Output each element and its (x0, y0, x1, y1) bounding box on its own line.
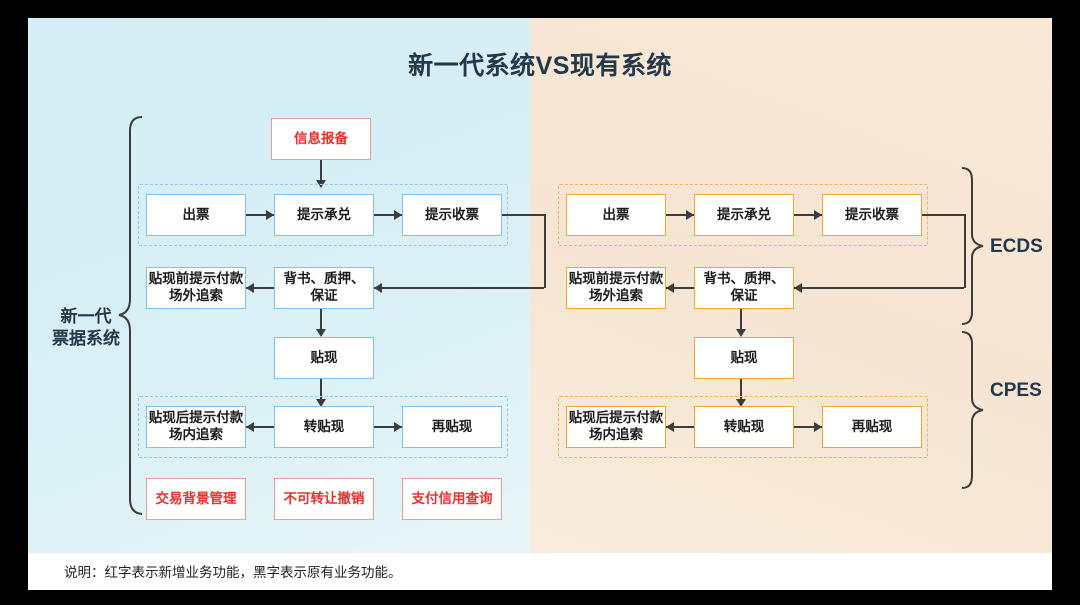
node-left-non-transferable-cancel[interactable]: 不可转让撤销 (274, 478, 374, 520)
arrowhead-down-endorse-discount-r (736, 329, 746, 337)
node-right-discount[interactable]: 贴现 (694, 337, 794, 379)
connector-right-elbow-bottom (794, 287, 964, 289)
node-right-prompt-receipt[interactable]: 提示收票 (822, 194, 922, 236)
node-right-endorse-line1: 背书、质押、 (703, 271, 785, 287)
node-left-pre-discount-line1: 贴现前提示付款 (148, 271, 244, 287)
node-right-pre-discount-line1: 贴现前提示付款 (568, 271, 664, 287)
arrowhead-down-discount-group2-r (736, 399, 746, 407)
ecds-brace (961, 167, 984, 325)
arrowhead-left-endorse-prediscount-r (666, 283, 674, 293)
node-left-pre-discount-line2: 场外追索 (169, 288, 223, 303)
node-left-post-discount-payment-notice[interactable]: 贴现后提示付款 场内追索 (146, 406, 246, 448)
node-right-transfer-discount[interactable]: 转贴现 (694, 406, 794, 448)
connector-left-endorse-to-discount (320, 309, 322, 331)
node-left-endorse-line1: 背书、质押、 (283, 271, 365, 287)
connector-left-endorse-to-prediscount (246, 287, 276, 289)
connector-right-elbow-vertical (964, 214, 966, 288)
connector-left-elbow-top (502, 214, 546, 216)
arrowhead-right-accept-receive-r (814, 210, 822, 220)
connector-right-endorse-to-prediscount (666, 287, 696, 289)
connector-left-elbow-bottom (374, 287, 544, 289)
slide-canvas: 新一代系统VS现有系统 新一代 票据系统 信息报备 出票 提示承兑 提示收票 贴… (28, 18, 1052, 590)
footer-note: 说明：红字表示新增业务功能，黑字表示原有业务功能。 (64, 565, 402, 580)
cpes-brace (961, 331, 984, 489)
connector-right-discount-to-group2 (740, 379, 742, 401)
node-left-endorse-line2: 保证 (310, 288, 338, 303)
node-right-pre-discount-payment-notice[interactable]: 贴现前提示付款 场外追索 (566, 267, 666, 309)
connector-right-accept-receive (794, 214, 824, 216)
connector-left-discount-to-group2 (320, 379, 322, 401)
connector-right-elbow-top (922, 214, 966, 216)
node-left-info-filing[interactable]: 信息报备 (271, 118, 371, 160)
connector-left-transfer-to-re (374, 426, 404, 428)
arrowhead-left-elbow-into-endorse-r (794, 283, 802, 293)
connector-left-accept-receive (374, 214, 404, 216)
node-right-post-discount-line2: 场内追索 (589, 427, 643, 442)
connector-right-rediscount-to-postdiscount (666, 426, 696, 428)
node-right-endorse-line2: 保证 (730, 288, 758, 303)
arrowhead-down-discount-group2 (316, 399, 326, 407)
node-left-payment-credit-query[interactable]: 支付信用查询 (402, 478, 502, 520)
connector-info-filing-to-group1 (320, 160, 322, 182)
node-right-re-discount[interactable]: 再贴现 (822, 406, 922, 448)
left-system-label: 新一代 票据系统 (36, 306, 136, 350)
node-right-issue[interactable]: 出票 (566, 194, 666, 236)
node-left-issue[interactable]: 出票 (146, 194, 246, 236)
node-left-transfer-discount[interactable]: 转贴现 (274, 406, 374, 448)
node-left-re-discount[interactable]: 再贴现 (402, 406, 502, 448)
node-left-post-discount-line1: 贴现后提示付款 (148, 410, 244, 426)
left-system-brace (118, 116, 143, 515)
arrowhead-right-transfer-re (394, 422, 402, 432)
arrowhead-right-accept-receive (394, 210, 402, 220)
connector-left-issue-accept (246, 214, 276, 216)
connector-right-issue-accept (666, 214, 696, 216)
cpes-label: CPES (990, 380, 1042, 401)
connector-right-endorse-to-discount (740, 309, 742, 331)
node-left-transaction-background-mgmt[interactable]: 交易背景管理 (146, 478, 246, 520)
arrowhead-left-endorse-prediscount (246, 283, 254, 293)
arrowhead-right-issue-accept-r (686, 210, 694, 220)
node-left-post-discount-line2: 场内追索 (169, 427, 223, 442)
left-system-label-line1: 新一代 (60, 307, 112, 326)
node-right-post-discount-line1: 贴现后提示付款 (568, 410, 664, 426)
arrowhead-left-elbow-into-endorse (374, 283, 382, 293)
connector-left-rediscount-to-postdiscount (246, 426, 276, 428)
footer-strip (28, 553, 1052, 590)
node-right-prompt-acceptance[interactable]: 提示承兑 (694, 194, 794, 236)
arrowhead-left-rediscount-postdiscount-r (666, 422, 674, 432)
arrowhead-right-transfer-re-r (814, 422, 822, 432)
left-system-label-line2: 票据系统 (52, 329, 120, 349)
node-right-endorsement-pledge-guarantee[interactable]: 背书、质押、 保证 (694, 267, 794, 309)
arrowhead-left-rediscount-postdiscount (246, 422, 254, 432)
node-right-post-discount-payment-notice[interactable]: 贴现后提示付款 场内追索 (566, 406, 666, 448)
arrowhead-down-endorse-discount (316, 329, 326, 337)
ecds-label: ECDS (990, 236, 1043, 257)
node-left-endorsement-pledge-guarantee[interactable]: 背书、质押、 保证 (274, 267, 374, 309)
node-left-pre-discount-payment-notice[interactable]: 贴现前提示付款 场外追索 (146, 267, 246, 309)
page-title: 新一代系统VS现有系统 (408, 52, 672, 80)
connector-right-transfer-to-re (794, 426, 824, 428)
right-group-cpes-frame (558, 396, 928, 458)
node-right-pre-discount-line2: 场外追索 (589, 288, 643, 303)
node-left-discount[interactable]: 贴现 (274, 337, 374, 379)
arrowhead-right-issue-accept (266, 210, 274, 220)
left-group-cpes-frame (138, 396, 508, 458)
connector-left-elbow-vertical (544, 214, 546, 288)
node-left-prompt-acceptance[interactable]: 提示承兑 (274, 194, 374, 236)
node-left-prompt-receipt[interactable]: 提示收票 (402, 194, 502, 236)
